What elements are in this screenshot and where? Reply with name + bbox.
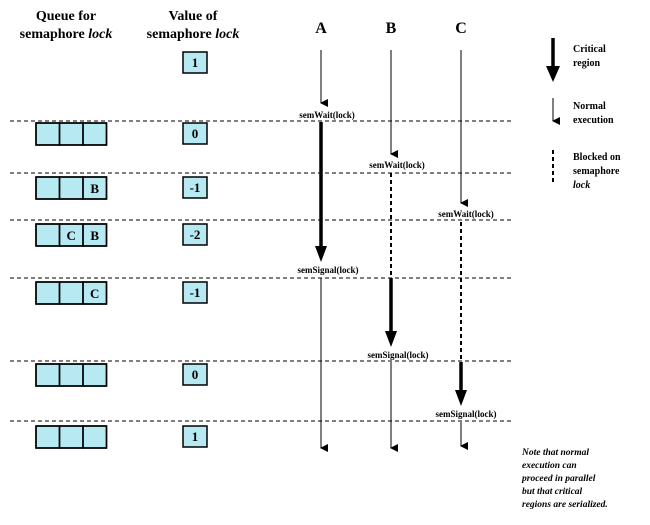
queue-cell — [82, 425, 108, 449]
process-label-c: C — [455, 20, 467, 37]
queue-box — [35, 122, 108, 146]
state-row: 1 — [182, 51, 208, 74]
legend-critical-line2: region — [573, 58, 600, 69]
queue-cell — [82, 223, 108, 247]
legend-normal-line2: execution — [573, 115, 614, 126]
value-box — [182, 363, 208, 386]
c-semwait-label: semWait(lock) — [438, 209, 494, 219]
note-line-4: but that critical — [522, 487, 583, 497]
process-b-timeline — [385, 50, 398, 452]
queue-cell — [82, 363, 108, 387]
note-line-3: proceed in parallel — [521, 474, 596, 484]
queue-cell-label: C — [67, 228, 76, 243]
process-c-timeline — [455, 50, 468, 450]
note-line-5: regions are serialized. — [522, 500, 608, 510]
value-box — [182, 51, 208, 74]
value-header-line2: semaphore lock — [147, 27, 240, 42]
value-box — [182, 425, 208, 448]
b-critical-arrowhead — [385, 331, 397, 347]
value-box-label: 0 — [192, 367, 199, 382]
state-row: 0 — [35, 363, 208, 387]
b-semsignal-label: semSignal(lock) — [367, 350, 428, 360]
queue-header-word: semaphore — [20, 27, 89, 42]
value-box-label: 1 — [192, 55, 199, 70]
legend-normal-line1: Normal — [573, 101, 606, 112]
state-row: C -1 — [35, 281, 208, 305]
queue-header-line2: semaphore lock — [20, 27, 113, 42]
value-box-label: 1 — [192, 429, 199, 444]
a-critical-arrowhead — [315, 246, 327, 262]
b-semwait-label: semWait(lock) — [369, 160, 425, 170]
queue-header-line1: Queue for — [36, 9, 96, 24]
a-semwait-label: semWait(lock) — [299, 110, 355, 120]
value-header-line1: Value of — [169, 9, 218, 24]
queue-box — [35, 363, 108, 387]
value-box — [182, 176, 208, 199]
value-box — [182, 223, 208, 246]
a-semsignal-label: semSignal(lock) — [297, 265, 358, 275]
queue-cell-label: C — [90, 286, 99, 301]
value-box — [182, 122, 208, 145]
legend-blocked-line3: lock — [573, 180, 590, 191]
legend-critical-arrowhead — [546, 66, 560, 82]
process-label-b: B — [386, 20, 397, 37]
value-header-word: semaphore — [147, 27, 216, 42]
queue-box — [35, 425, 108, 449]
process-label-a: A — [315, 20, 327, 37]
note-line-2: execution can — [522, 461, 577, 471]
note: Note that normal execution can proceed i… — [521, 448, 608, 510]
queue-cell-label: B — [90, 181, 99, 196]
legend-critical-line1: Critical — [573, 44, 606, 55]
c-semsignal-label: semSignal(lock) — [435, 409, 496, 419]
queue-cell — [82, 281, 108, 305]
state-row: 1 — [35, 425, 208, 449]
value-box-label: 0 — [192, 126, 199, 141]
queue-cell-label: B — [90, 228, 99, 243]
legend-blocked-line1: Blocked on — [573, 152, 621, 163]
state-row: B -1 — [35, 176, 208, 200]
value-box-label: -2 — [190, 227, 201, 242]
legend-blocked-line2: semaphore — [573, 166, 620, 177]
state-row: 0 — [35, 122, 208, 146]
queue-cell — [82, 122, 108, 146]
value-header-italic: lock — [215, 27, 239, 42]
value-box — [182, 281, 208, 304]
process-a-timeline — [315, 50, 328, 452]
legend: Critical region Normal execution Blocked… — [546, 38, 621, 191]
queue-cell — [82, 176, 108, 200]
c-critical-arrowhead — [455, 390, 467, 406]
value-box-label: -1 — [190, 285, 201, 300]
value-box-label: -1 — [190, 180, 201, 195]
queue-header-italic: lock — [88, 27, 112, 42]
note-line-1: Note that normal — [521, 448, 589, 458]
